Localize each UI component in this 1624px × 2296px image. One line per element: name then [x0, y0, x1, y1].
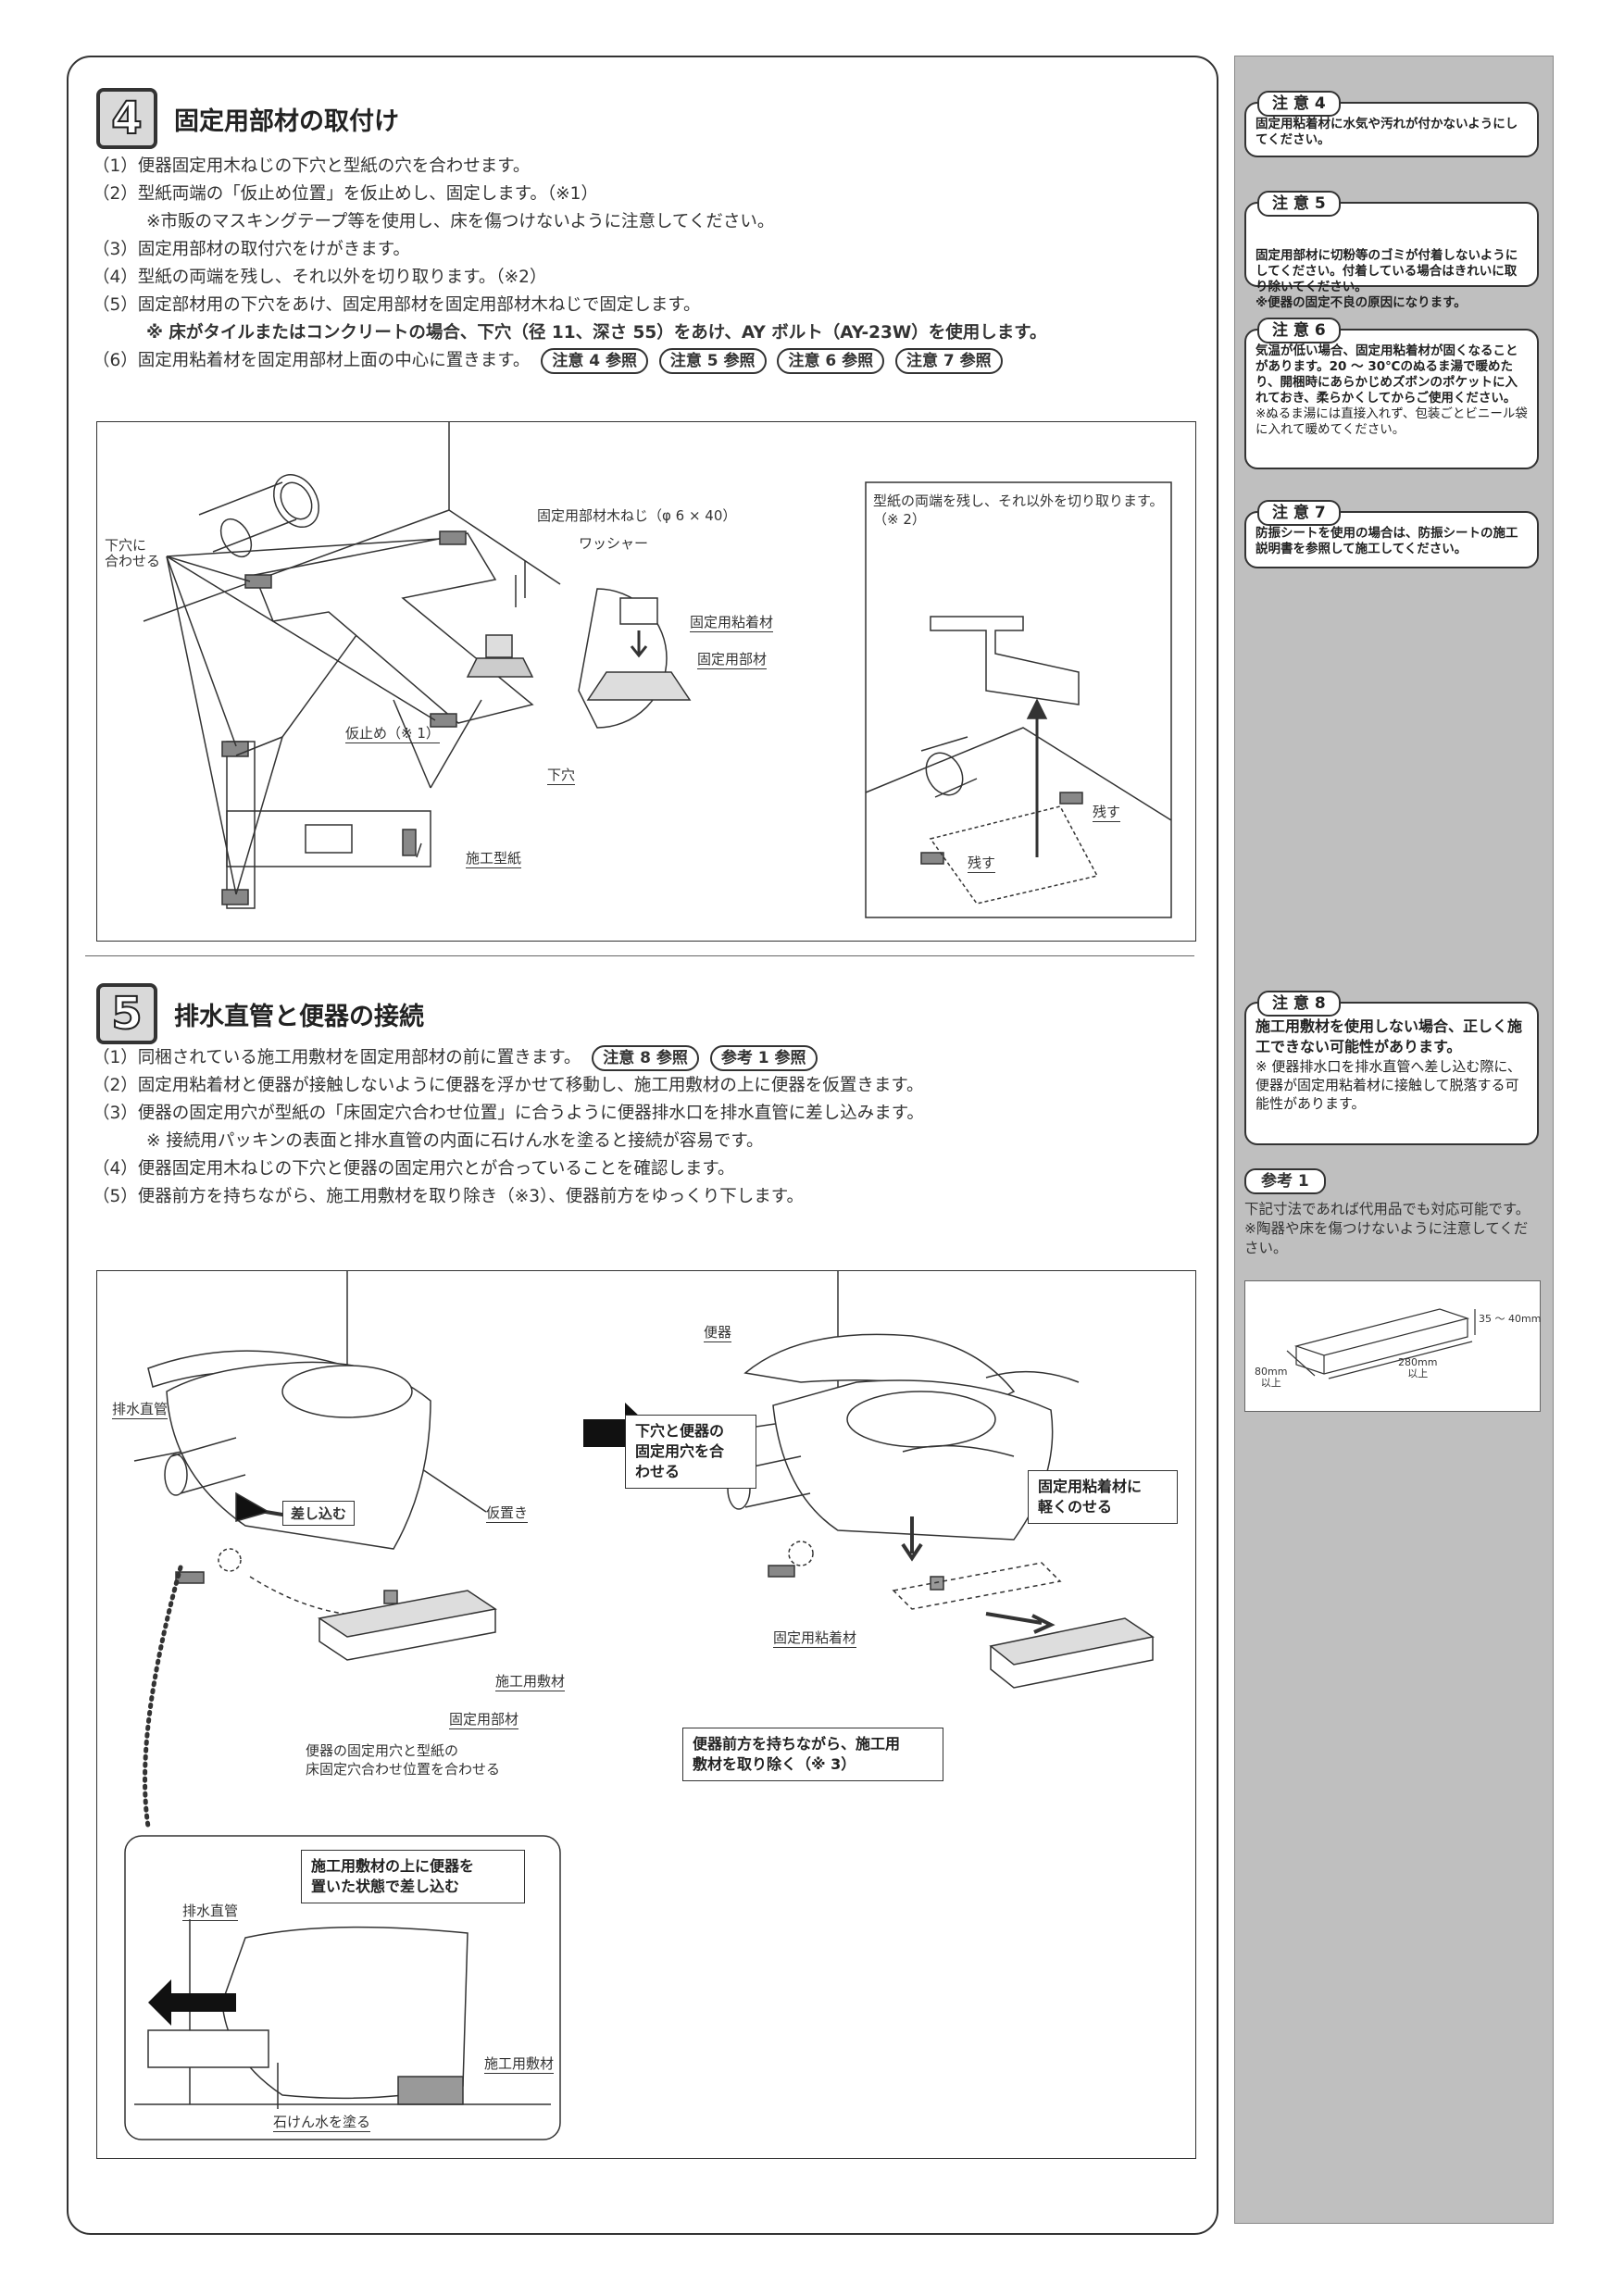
- label-inset-drain: 排水直管: [182, 1903, 239, 1921]
- label-temporary-fix: 仮止め（※ 1）: [345, 725, 440, 743]
- caution-extra: ※ 便器排水口を排水直管へ差し込む際に、便器が固定用粘着材に接触して脱落する可能…: [1255, 1058, 1521, 1112]
- caution-extra: ※ぬるま湯には直接入れず、包装ごとビニール袋に入れて暖めてください。: [1255, 406, 1528, 437]
- callout-align-holes: 下穴と便器の 固定用穴を合 わせる: [625, 1415, 756, 1489]
- label-adhesive: 固定用粘着材: [773, 1629, 857, 1648]
- step-item: （5）固定部材用の下穴をあけ、固定用部材を固定用部材木ねじで固定します。: [93, 295, 701, 315]
- caution-text: 固定用部材に切粉等のゴミが付着しないようにしてください。付着している場合はきれい…: [1255, 248, 1518, 310]
- label-pilot-hole: 下穴: [547, 767, 576, 785]
- figure-template-install: 下穴に 合わせる 固定用部材木ねじ（φ 6 × 40） ワッシャー 固定用粘着材…: [96, 421, 1196, 942]
- step-item: （2）固定用粘着材と便器が接触しないように便器を浮かせて移動し、施工用敷材の上に…: [93, 1076, 924, 1095]
- label-align-holes: 下穴に 合わせる: [105, 537, 161, 569]
- label-base-board: 施工用敷材: [495, 1673, 566, 1691]
- caution-7-card: 注 意 7 防振シートを使用の場合は、防振シートの施工説明書を参照して施工してく…: [1244, 500, 1539, 568]
- callout-inset-insert: 施工用敷材の上に便器を 置いた状態で差し込む: [301, 1850, 525, 1903]
- label-inset-base-board: 施工用敷材: [484, 2055, 555, 2074]
- label-keep-left: 残す: [968, 855, 996, 873]
- caution-5-card: 注 意 5 固定用部材に切粉等のゴミが付着しないようにしてください。付着している…: [1244, 191, 1539, 310]
- section-5-header: 5 排水直管と便器の接続: [96, 983, 424, 1044]
- step-number-badge: 4: [96, 88, 157, 149]
- caution-tag: 注 意 4: [1257, 91, 1341, 117]
- step-note: ※ 床がタイルまたはコンクリートの場合、下穴（径 11、深さ 55）をあけ、AY…: [146, 323, 1047, 343]
- reference-1-card: 参考 1 下記寸法であれば代用品でも対応可能です。 ※陶器や床を傷つけないように…: [1244, 1168, 1539, 1258]
- section-divider: [85, 955, 1194, 956]
- dim-depth: 80mm 以上: [1255, 1366, 1288, 1389]
- reference-note: ※陶器や床を傷つけないように注意してください。: [1244, 1220, 1529, 1256]
- step-item: （1）同梱されている施工用敷材を固定用部材の前に置きます。 注意 8 参照 参考…: [93, 1044, 1204, 1072]
- step-item: （4）便器固定用木ねじの下穴と便器の固定用穴とが合っていることを確認します。: [93, 1159, 735, 1179]
- label-align-instruction: 便器の固定用穴と型紙の 床固定穴合わせ位置を合わせる: [306, 1742, 501, 1778]
- label-drain-pipe: 排水直管: [112, 1401, 169, 1419]
- callout-place-on-adhesive: 固定用粘着材に 軽くのせる: [1028, 1470, 1178, 1524]
- caution-tag: 注 意 8: [1257, 991, 1341, 1017]
- section-5-steps: （1）同梱されている施工用敷材を固定用部材の前に置きます。 注意 8 参照 参考…: [93, 1044, 1204, 1211]
- label-template: 施工型紙: [466, 850, 522, 868]
- caution-8-card: 注 意 8 施工用敷材を使用しない場合、正しく施工できない可能性があります。 ※…: [1244, 991, 1539, 1145]
- template-illustration: [143, 422, 1172, 918]
- section-4-header: 4 固定用部材の取付け: [96, 88, 399, 149]
- caution-text: 気温が低い場合、固定用粘着材が固くなることがあります。20 ～ 30℃のぬるま湯…: [1255, 343, 1518, 406]
- label-fixing-member: 固定用部材: [449, 1711, 519, 1729]
- label-toilet: 便器: [704, 1324, 732, 1342]
- step-item: （3）固定用部材の取付穴をけがきます。: [93, 240, 410, 259]
- callout-insert: 差し込む: [282, 1501, 356, 1526]
- dim-height: 35 ～ 40mm: [1479, 1313, 1542, 1325]
- section-title: 固定用部材の取付け: [174, 106, 399, 136]
- ref-reference-1[interactable]: 参考 1 参照: [709, 1045, 818, 1071]
- caution-tag: 注 意 6: [1257, 318, 1341, 343]
- label-keep-right: 残す: [1093, 804, 1121, 822]
- label-member: 固定用部材: [697, 651, 768, 669]
- step-item: （1）便器固定用木ねじの下穴と型紙の穴を合わせます。: [93, 156, 531, 176]
- caution-tag: 注 意 5: [1257, 191, 1341, 217]
- step-item: （3）便器の固定用穴が型紙の「床固定穴合わせ位置」に合うように便器排水口を排水直…: [93, 1104, 924, 1123]
- reference-tag: 参考 1: [1244, 1168, 1326, 1194]
- ref-caution-7[interactable]: 注意 7 参照: [895, 348, 1003, 374]
- label-screw: 固定用部材木ねじ（φ 6 × 40）: [537, 507, 737, 524]
- section-4-steps: （1）便器固定用木ねじの下穴と型紙の穴を合わせます。 （2）型紙両端の「仮止め位…: [93, 153, 1204, 375]
- step-note: ※市販のマスキングテープ等を使用し、床を傷つけないように注意してください。: [146, 212, 775, 231]
- reference-text: 下記寸法であれば代用品でも対応可能です。: [1244, 1201, 1530, 1217]
- label-adhesive: 固定用粘着材: [690, 614, 774, 632]
- step-item: （5）便器前方を持ちながら、施工用敷材を取り除き（※3）、便器前方をゆっくり下し…: [93, 1187, 804, 1206]
- inset-instruction: 型紙の両端を残し、それ以外を切り取ります。（※ 2）: [873, 493, 1164, 528]
- caution-text: 施工用敷材を使用しない場合、正しく施工できない可能性があります。: [1255, 1017, 1523, 1055]
- label-temporary-place: 仮置き: [486, 1504, 529, 1523]
- step-item: （2）型紙両端の「仮止め位置」を仮止めし、固定します。（※1）: [93, 184, 598, 204]
- step-item: （6）固定用粘着材を固定用部材上面の中心に置きます。 注意 4 参照 注意 5 …: [93, 347, 1204, 375]
- board-dimension-illustration: [1286, 1308, 1476, 1379]
- label-soap-water: 石けん水を塗る: [273, 2114, 371, 2132]
- caution-text: 固定用粘着材に水気や汚れが付かないようにしてください。: [1255, 117, 1518, 147]
- ref-caution-6[interactable]: 注意 6 参照: [777, 348, 885, 374]
- reference-dimension-figure: 35 ～ 40mm 280mm 以上 80mm 以上: [1244, 1280, 1541, 1412]
- caution-6-card: 注 意 6 気温が低い場合、固定用粘着材が固くなることがあります。20 ～ 30…: [1244, 318, 1539, 469]
- figure-toilet-connection: 排水直管 差し込む 仮置き 施工用敷材 固定用部材 便器の固定用穴と型紙の 床固…: [96, 1270, 1196, 2159]
- ref-caution-5[interactable]: 注意 5 参照: [658, 348, 767, 374]
- step-note: ※ 接続用パッキンの表面と排水直管の内面に石けん水を塗ると接続が容易です。: [146, 1131, 764, 1151]
- dim-width: 280mm 以上: [1398, 1356, 1438, 1379]
- callout-remove-board: 便器前方を持ちながら、施工用 敷材を取り除く（※ 3）: [682, 1728, 943, 1781]
- section-title: 排水直管と便器の接続: [174, 1002, 424, 1031]
- ref-caution-8[interactable]: 注意 8 参照: [592, 1045, 699, 1071]
- caution-tag: 注 意 7: [1257, 500, 1341, 526]
- label-washer: ワッシャー: [579, 535, 649, 552]
- caution-text: 防振シートを使用の場合は、防振シートの施工説明書を参照して施工してください。: [1255, 526, 1518, 556]
- step-item: （4）型紙の両端を残し、それ以外を切り取ります。（※2）: [93, 268, 547, 287]
- step-number-badge: 5: [96, 983, 157, 1044]
- ref-caution-4[interactable]: 注意 4 参照: [541, 348, 648, 374]
- toilet-illustration: [124, 1271, 1155, 2140]
- caution-4-card: 注 意 4 固定用粘着材に水気や汚れが付かないようにしてください。: [1244, 91, 1539, 157]
